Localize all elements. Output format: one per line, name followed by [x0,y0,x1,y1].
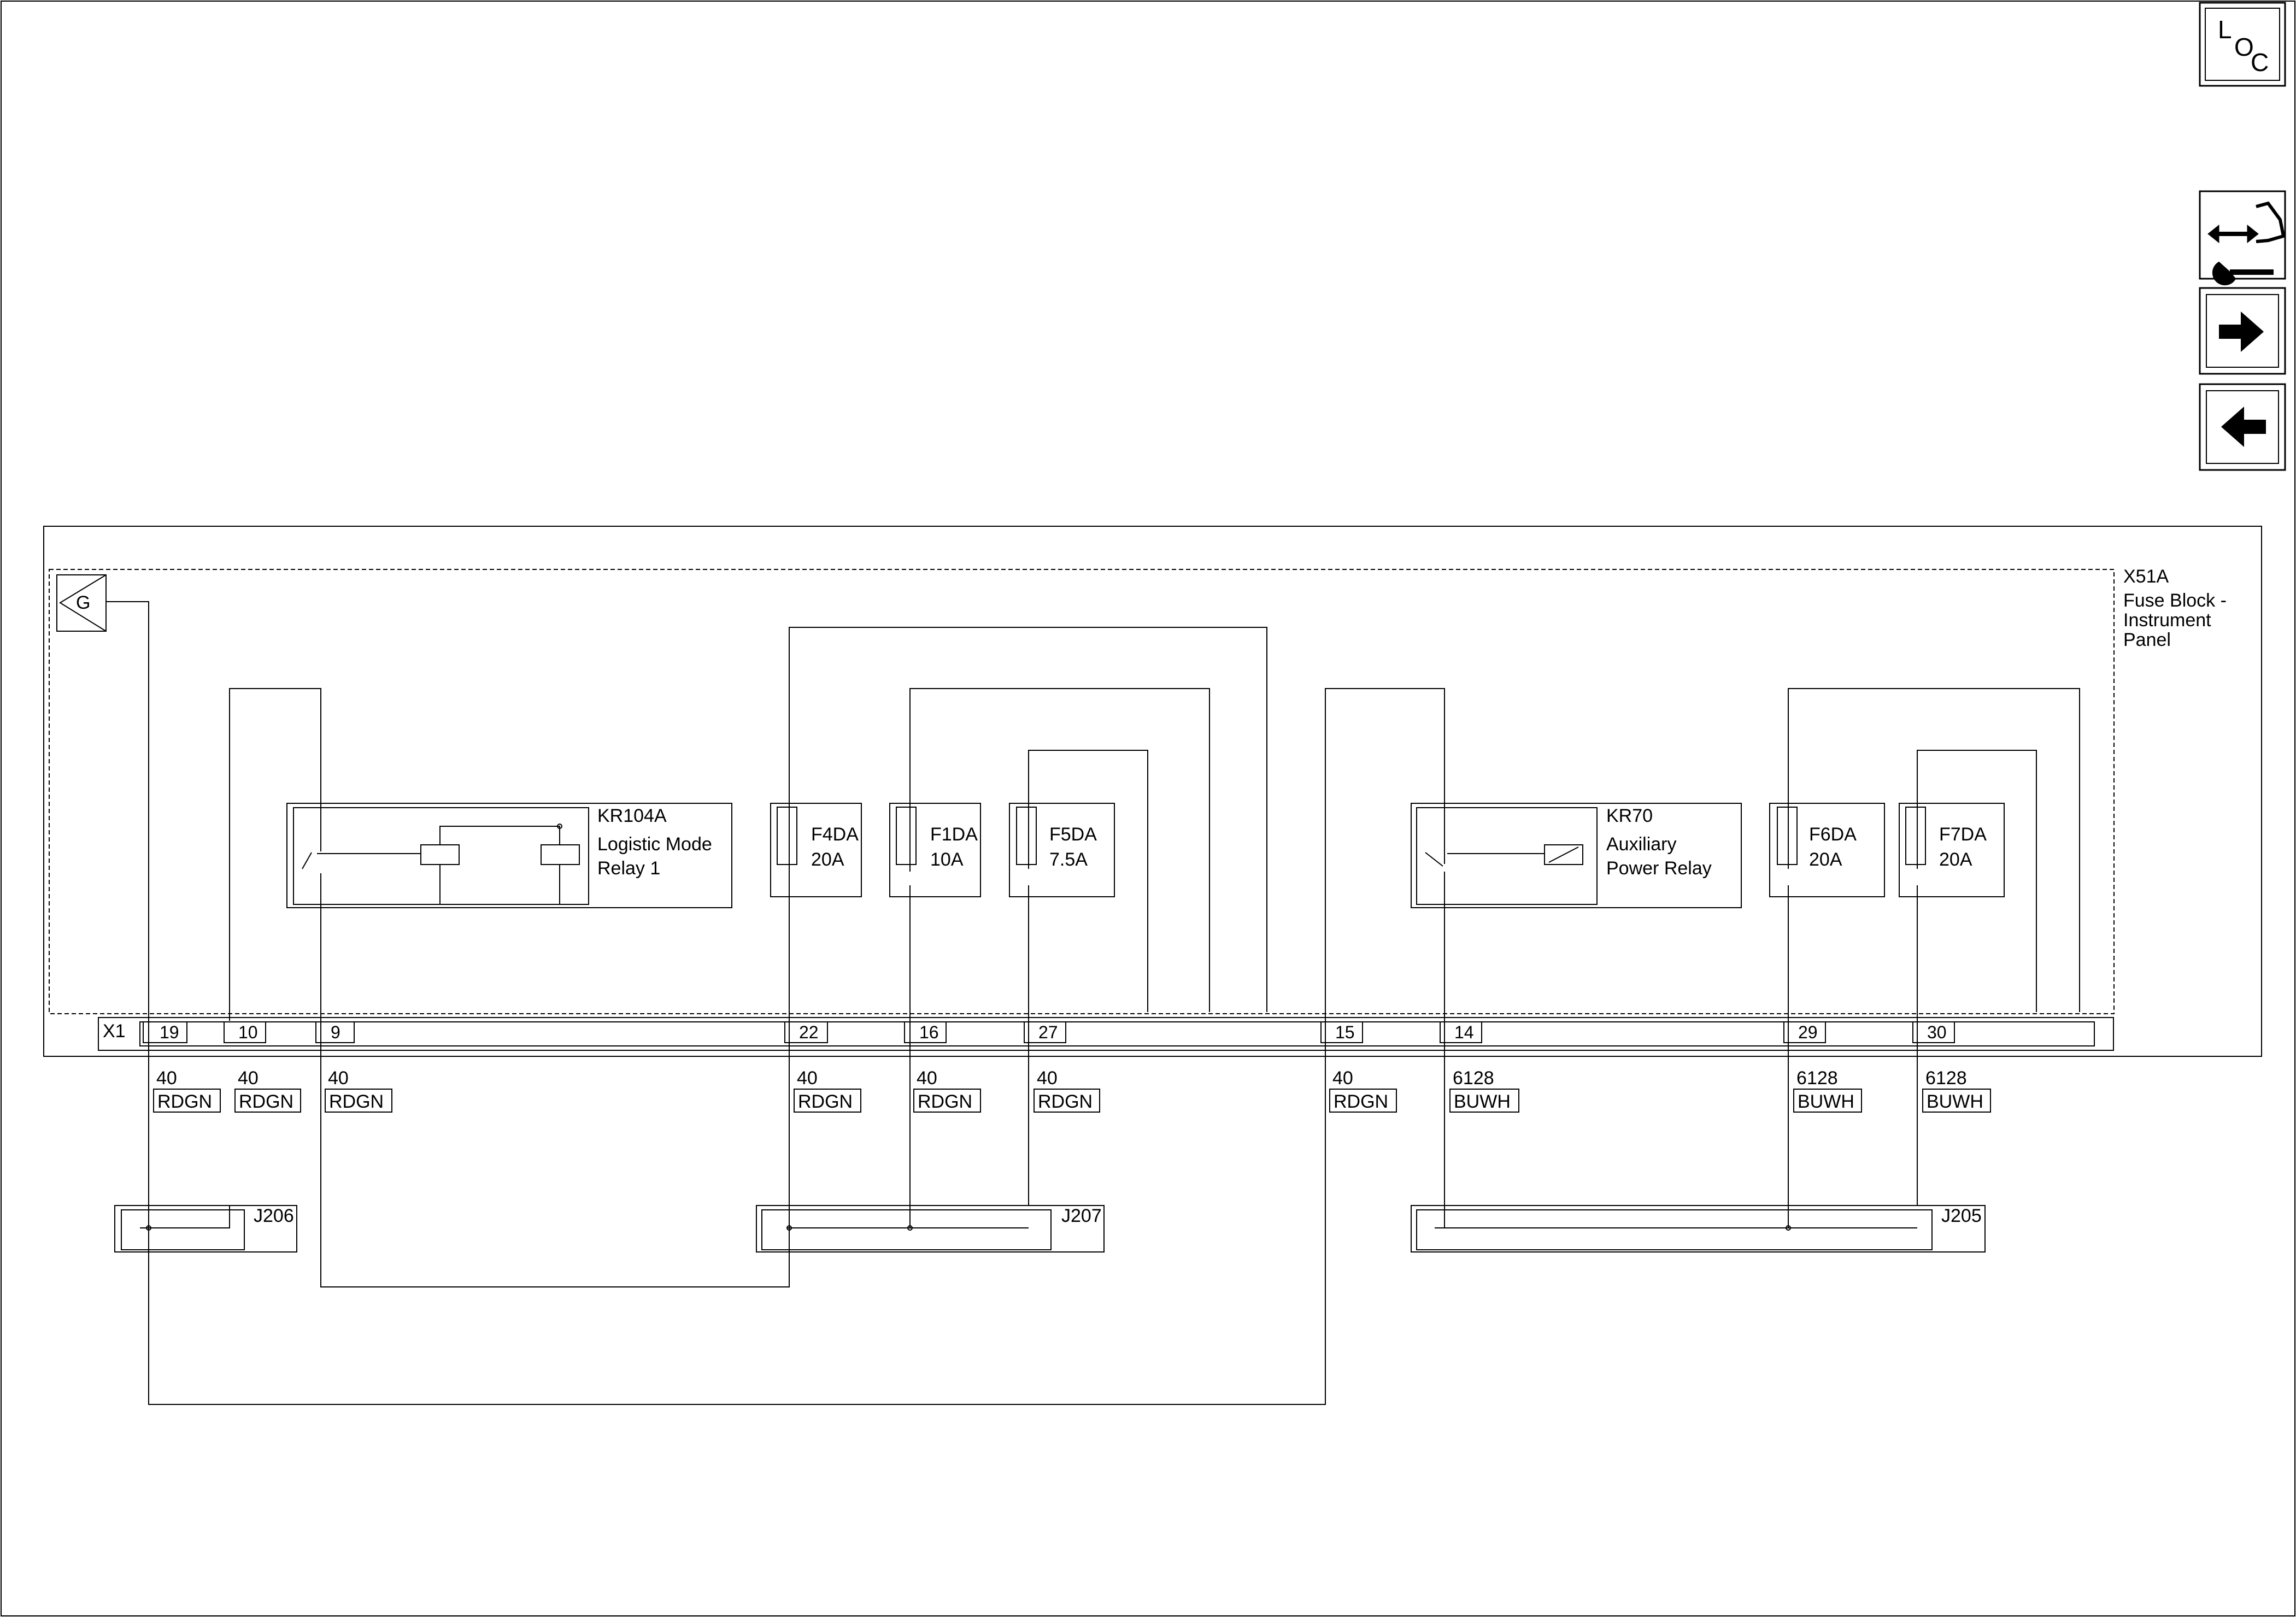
module-dashed-box [49,569,2115,1014]
relay-kr70-symbol [1411,803,1742,908]
fuse-f1da-rating: 10A [930,849,964,870]
wire-color: RDGN [329,1091,384,1112]
module-name-line-3: Panel [2123,630,2171,650]
wire-color: RDGN [918,1091,972,1112]
internal-wiring [106,601,2080,1405]
connector-strip [98,1017,2114,1051]
component-wrench-button[interactable] [2199,190,2286,286]
pin-number-boxes [143,1021,1955,1043]
arrow-right-icon [2219,311,2264,352]
fuse-f7da-rating: 20A [1939,849,1972,870]
circuit-number: 6128 [1453,1068,1494,1089]
wire-color: RDGN [239,1091,293,1112]
module-outer-box [43,526,2262,1057]
wire-color: BUWH [1798,1091,1854,1112]
wire-color: RDGN [798,1091,853,1112]
circuit-number: 40 [156,1068,177,1089]
circuit-number: 6128 [1925,1068,1967,1089]
fuse-f1da-id: F1DA [930,824,978,845]
connector-strip-inner [139,1021,2095,1046]
module-id-label: X51A [2123,566,2169,587]
splice-j206-symbol [114,1205,297,1253]
pin-number: 19 [160,1022,179,1042]
relay-kr70-id: KR70 [1606,805,1653,826]
loc-letter: C [2251,48,2269,77]
fuse-f5da-id: F5DA [1049,824,1097,845]
circuit-number: 40 [238,1068,259,1089]
fuse-f4da-symbol [770,803,862,897]
wire-color: BUWH [1454,1091,1511,1112]
wire-color: RDGN [1334,1091,1388,1112]
circuit-number: 40 [917,1068,937,1089]
circuit-number: 40 [797,1068,818,1089]
relay-kr70-name-line-2: Power Relay [1606,858,1712,879]
wire-color: BUWH [1927,1091,1983,1112]
splice-j205-label: J205 [1941,1206,1982,1226]
relay-kr70-name-line-1: Auxiliary [1606,834,1676,855]
fuse-f5da-symbol [1009,803,1115,897]
relay-kr104a-name-line-2: Relay 1 [597,858,660,879]
wire-color-boxes [153,1089,1991,1113]
circuit-number: 40 [328,1068,349,1089]
arrow-left-icon [2221,407,2266,447]
fuse-f4da-id: F4DA [811,824,859,845]
fuse-f6da-id: F6DA [1809,824,1857,845]
loc-letter: L [2218,15,2232,44]
next-page-button[interactable] [2199,287,2286,375]
connector-wrench-icon [2207,201,2286,286]
circuit-number: 6128 [1796,1068,1838,1089]
loc-button[interactable]: L O C [2199,2,2286,87]
fuse-f1da-symbol [889,803,981,897]
splice-j205-symbol [1411,1205,1986,1253]
loc-letter: O [2234,33,2254,61]
fuse-f4da-rating: 20A [811,849,844,870]
ground-label: G [76,592,90,613]
pin-number: 30 [1927,1022,1947,1042]
previous-page-button[interactable] [2199,383,2286,471]
splice-j207-symbol [756,1205,1105,1253]
fuse-f7da-id: F7DA [1939,824,1987,845]
relay-kr104a-symbol [286,803,732,908]
connector-label: X1 [103,1021,126,1042]
fuse-f6da-rating: 20A [1809,849,1842,870]
fuse-f5da-rating: 7.5A [1049,849,1088,870]
wire-color: RDGN [1038,1091,1093,1112]
module-name-line-1: Fuse Block - [2123,590,2227,611]
pin-number: 14 [1454,1022,1474,1042]
ground-symbol [56,574,107,632]
pin-number: 15 [1335,1022,1355,1042]
circuit-number: 40 [1037,1068,1058,1089]
pin-number: 29 [1798,1022,1818,1042]
pin-number: 16 [919,1022,939,1042]
wire-color: RDGN [157,1091,212,1112]
pin-number: 22 [799,1022,819,1042]
module-name-line-2: Instrument [2123,610,2211,631]
splice-j207-label: J207 [1061,1206,1102,1226]
circuit-number: 40 [1332,1068,1353,1089]
fuse-f7da-symbol [1899,803,2005,897]
pin-number: 27 [1038,1022,1058,1042]
splice-j206-label: J206 [254,1206,294,1226]
relay-kr104a-name-line-1: Logistic Mode [597,834,712,855]
relay-kr104a-id: KR104A [597,805,667,826]
pin-number: 9 [331,1022,340,1042]
fuse-f6da-symbol [1769,803,1885,897]
pin-number: 10 [238,1022,258,1042]
